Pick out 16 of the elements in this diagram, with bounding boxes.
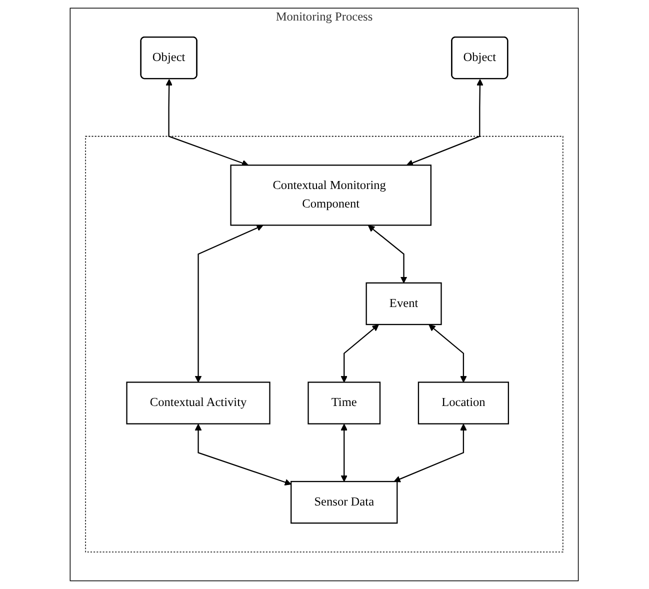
cluster — [85, 136, 564, 552]
arrow — [166, 78, 249, 166]
arrow — [195, 424, 292, 486]
arrow — [394, 424, 468, 482]
arrow — [428, 324, 468, 383]
arrow — [195, 224, 264, 383]
node-box: Location — [418, 382, 510, 424]
node-box: Sensor Data — [290, 480, 398, 524]
node-box: Event — [366, 282, 442, 326]
arrow — [341, 324, 380, 383]
node-box: Contextual Activity — [126, 382, 271, 424]
arrow — [406, 78, 484, 166]
arrow — [341, 424, 348, 482]
arrow — [368, 225, 408, 284]
node-box: Time — [308, 382, 381, 424]
node-box: Contextual Monitoring Component — [230, 164, 432, 226]
